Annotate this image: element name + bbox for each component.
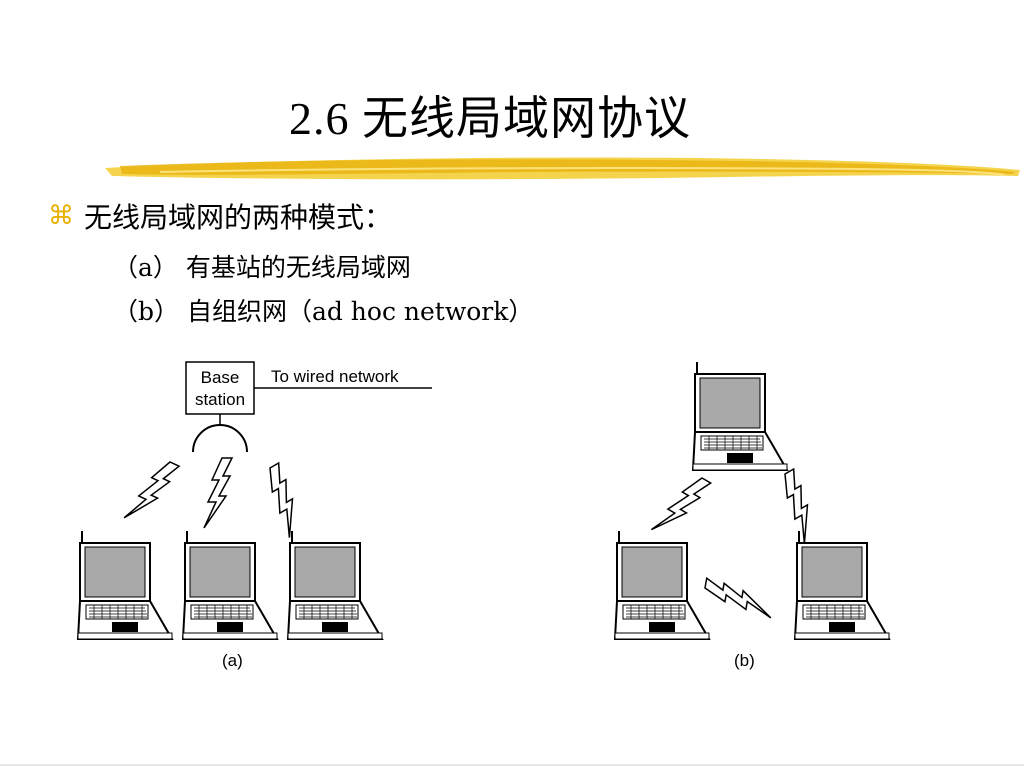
wired-network-label: To wired network <box>271 367 399 386</box>
laptop-b-right <box>794 530 890 640</box>
laptop-a3 <box>287 530 383 640</box>
caption-a: (a) <box>222 651 243 670</box>
wireless-signal-b-left <box>650 468 712 545</box>
bullet-text: 无线局域网的两种模式： <box>84 201 393 234</box>
laptop-b-top <box>692 361 788 471</box>
laptop-b-left <box>614 530 710 640</box>
sub-item-a: （a） 有基站的无线局域网 <box>113 253 411 282</box>
title-underline-brush <box>105 157 1020 180</box>
bullet-item: ⌘ 无线局域网的两种模式： <box>48 196 392 236</box>
slide-title: 2.6 无线局域网协议 <box>289 93 691 144</box>
laptop-a2 <box>182 530 278 640</box>
wireless-signal-right <box>253 462 315 539</box>
base-station-label-1: Base <box>201 368 240 387</box>
command-key-icon: ⌘ <box>48 201 74 231</box>
footer-divider <box>0 764 1024 766</box>
wireless-signal-b-bottom <box>701 577 777 619</box>
sub-item-b: （b） 自组织网（ad hoc network） <box>113 297 534 326</box>
caption-b: (b) <box>734 651 755 670</box>
base-station-label-2: station <box>195 390 245 409</box>
wireless-signal-center <box>203 457 233 529</box>
base-station: Base station <box>185 361 255 415</box>
network-diagram: Base station To wired network <box>77 361 890 640</box>
wireless-signal-left <box>123 453 180 531</box>
laptop-a1 <box>77 530 173 640</box>
antenna-dish <box>192 424 248 453</box>
